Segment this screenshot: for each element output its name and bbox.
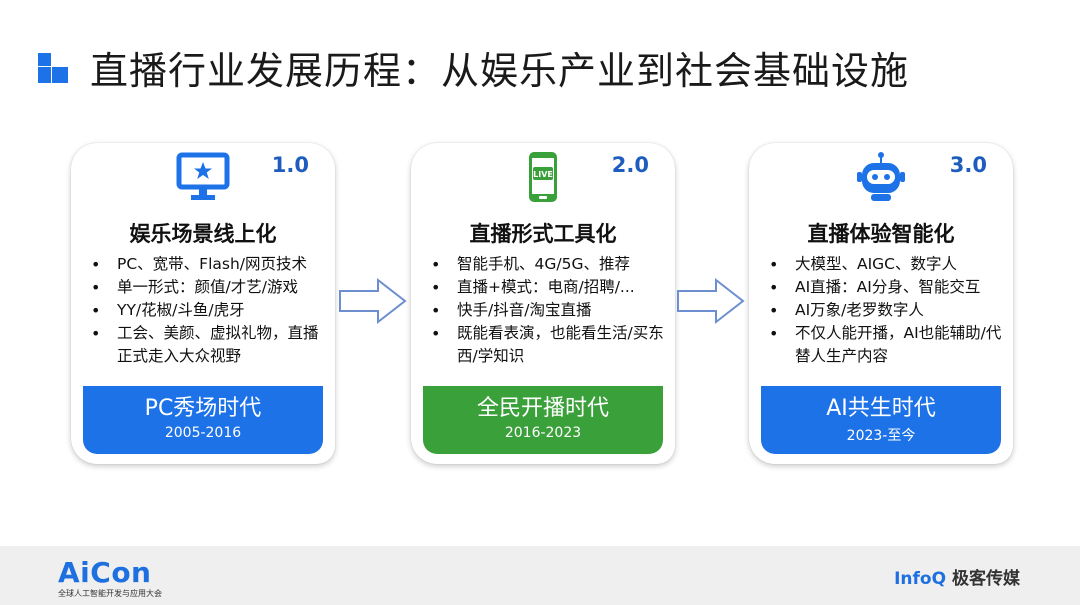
list-item: 单一形式：颜值/才艺/游戏: [89, 276, 325, 299]
version-label: 1.0: [271, 153, 309, 177]
era-years: 2016-2023: [504, 425, 582, 441]
list-item: 智能手机、4G/5G、推荐: [429, 253, 665, 276]
list-item: 既能看表演，也能看生活/买东西/学知识: [429, 322, 665, 368]
list-item: 不仅人能开播，AI也能辅助/代替人生产内容: [767, 322, 1003, 368]
era-label: 全民开播时代: [476, 396, 609, 421]
list-item: 工会、美颜、虚拟礼物，直播正式走入大众视野: [89, 322, 325, 368]
bullet-list: PC、宽带、Flash/网页技术 单一形式：颜值/才艺/游戏 YY/花椒/斗鱼/…: [89, 253, 325, 368]
aicon-logo: AiCon: [58, 556, 152, 589]
list-item: 快手/抖音/淘宝直播: [429, 299, 665, 322]
phone-live-icon: LIVE: [529, 152, 557, 202]
list-item: YY/花椒/斗鱼/虎牙: [89, 299, 325, 322]
monitor-star-icon: [176, 152, 230, 200]
era-years: 2023-至今: [846, 428, 916, 444]
card-mobile-era: LIVE 2.0 直播形式工具化 智能手机、4G/5G、推荐 直播+模式：电商/…: [411, 143, 675, 464]
arrow-right-icon: [677, 277, 745, 325]
bullet-list: 大模型、AIGC、数字人 AI直播：AI分身、智能交互 AI万象/老罗数字人 不…: [767, 253, 1003, 368]
list-item: 直播+模式：电商/招聘/...: [429, 276, 665, 299]
page-title: 直播行业发展历程：从娱乐产业到社会基础设施: [90, 49, 910, 93]
infoq-brand-text: 极客传媒: [952, 569, 1020, 589]
era-years: 2005-2016: [164, 425, 242, 441]
svg-text:LIVE: LIVE: [533, 170, 553, 179]
card-heading: 直播形式工具化: [469, 222, 617, 246]
version-label: 2.0: [611, 153, 649, 177]
footer-bar: AiCon 全球人工智能开发与应用大会 InfoQ 极客传媒: [0, 546, 1080, 605]
aicon-logo-subtitle: 全球人工智能开发与应用大会: [58, 589, 162, 598]
card-ai-era: 3.0 直播体验智能化 大模型、AIGC、数字人 AI直播：AI分身、智能交互 …: [749, 143, 1013, 464]
infoq-brand: InfoQ: [894, 569, 947, 589]
card-heading: 直播体验智能化: [807, 222, 955, 246]
title-accent-icon: [38, 50, 72, 84]
infoq-logo: InfoQ 极客传媒: [894, 564, 1020, 589]
bullet-list: 智能手机、4G/5G、推荐 直播+模式：电商/招聘/... 快手/抖音/淘宝直播…: [429, 253, 665, 368]
list-item: 大模型、AIGC、数字人: [767, 253, 1003, 276]
era-label: AI共生时代: [826, 396, 936, 421]
era-banner: PC秀场时代 2005-2016: [83, 386, 323, 454]
list-item: AI万象/老罗数字人: [767, 299, 1003, 322]
era-label: PC秀场时代: [144, 396, 262, 421]
list-item: AI直播：AI分身、智能交互: [767, 276, 1003, 299]
era-banner: 全民开播时代 2016-2023: [423, 386, 663, 454]
list-item: PC、宽带、Flash/网页技术: [89, 253, 325, 276]
card-heading: 娱乐场景线上化: [129, 222, 277, 246]
card-pc-era: 1.0 娱乐场景线上化 PC、宽带、Flash/网页技术 单一形式：颜值/才艺/…: [71, 143, 335, 464]
robot-icon: [857, 152, 905, 201]
era-banner: AI共生时代 2023-至今: [761, 386, 1001, 454]
version-label: 3.0: [949, 153, 987, 177]
arrow-right-icon: [339, 277, 407, 325]
